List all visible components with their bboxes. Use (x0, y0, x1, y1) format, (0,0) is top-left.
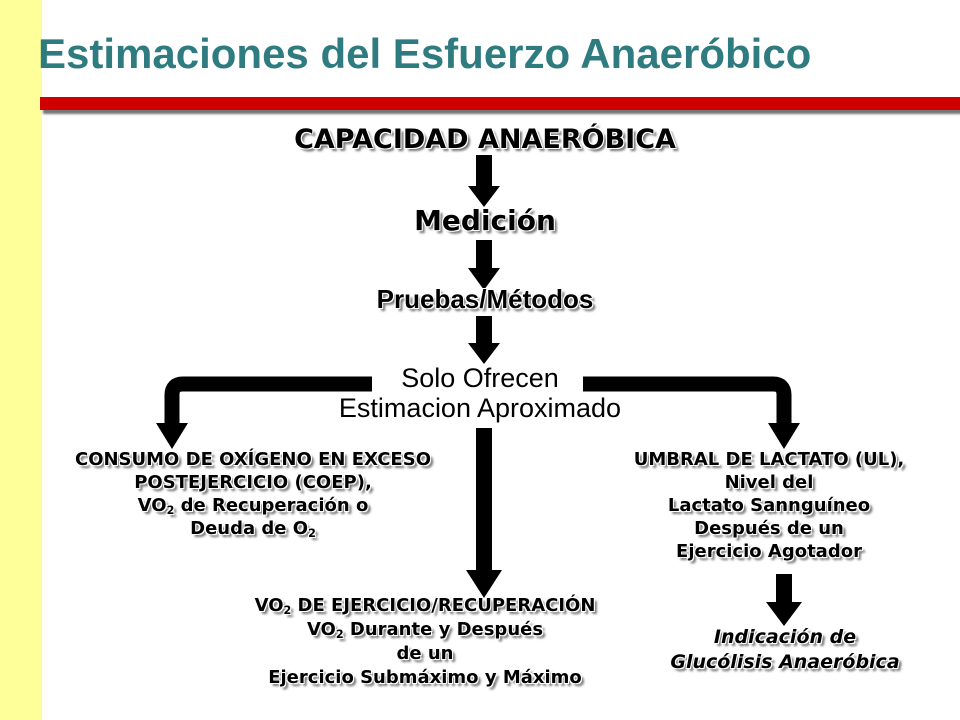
indicacion-line1: Indicación de (713, 626, 857, 648)
umbral-line3: Lactato Sannguíneo (667, 495, 871, 516)
coep-line1: CONSUMO DE OXÍGENO EN EXCESO (74, 449, 431, 470)
vo2-line1: VO2 DE EJERCICIO/RECUPERACIÓN (254, 595, 596, 617)
arrow-pruebas-solo (468, 316, 500, 364)
coep-line2: POSTEJERCICIO (COEP), (134, 472, 372, 493)
indicacion-glucolisis-label: Indicación de Glucólisis Anaeróbica (630, 625, 940, 675)
solo-line1: Solo Ofrecen (401, 363, 559, 393)
coep-line3: VO2 de Recuperación o (137, 495, 369, 517)
capacidad-anaerobica-label: CAPACIDAD ANAERÓBICA (294, 124, 676, 155)
umbral-line5: Ejercicio Agotador (676, 541, 862, 562)
page-title: Estimaciones del Esfuerzo Anaeróbico (38, 30, 812, 77)
solo-line2: Estimacion Aproximado (338, 393, 622, 423)
title-underline (40, 97, 960, 110)
vo2-line4: Ejercicio Submáximo y Máximo (268, 667, 582, 688)
arrow-medicion-pruebas (468, 240, 500, 290)
solo-ofrecen-label: Solo Ofrecen Estimacion Aproximado (330, 363, 630, 423)
arrow-capacidad-medicion (468, 155, 500, 207)
vo2-ejercicio-label: VO2 DE EJERCICIO/RECUPERACIÓN VO2 Durant… (180, 594, 670, 690)
coep-label: CONSUMO DE OXÍGENO EN EXCESO POSTEJERCIC… (18, 448, 488, 540)
left-accent-bar (0, 0, 42, 720)
indicacion-line2: Glucólisis Anaeróbica (670, 651, 900, 673)
umbral-line4: Después de un (694, 518, 844, 539)
umbral-lactato-label: UMBRAL DE LACTATO (UL), Nivel del Lactat… (584, 448, 954, 563)
vo2-line3: de un (396, 643, 454, 664)
umbral-line2: Nivel del (724, 472, 814, 493)
arrow-center-down (466, 428, 502, 598)
medicion-label: Medición (414, 204, 556, 237)
arrow-umbral-indicacion (766, 574, 802, 626)
vo2-line2: VO2 Durante y Después (306, 619, 544, 641)
arrow-left-branch (156, 376, 372, 449)
coep-line4: Deuda de O2 (190, 518, 316, 540)
pruebas-metodos-label: Pruebas/Métodos (376, 284, 594, 314)
arrow-right-branch (583, 376, 800, 449)
umbral-line1: UMBRAL DE LACTATO (UL), (633, 449, 905, 470)
